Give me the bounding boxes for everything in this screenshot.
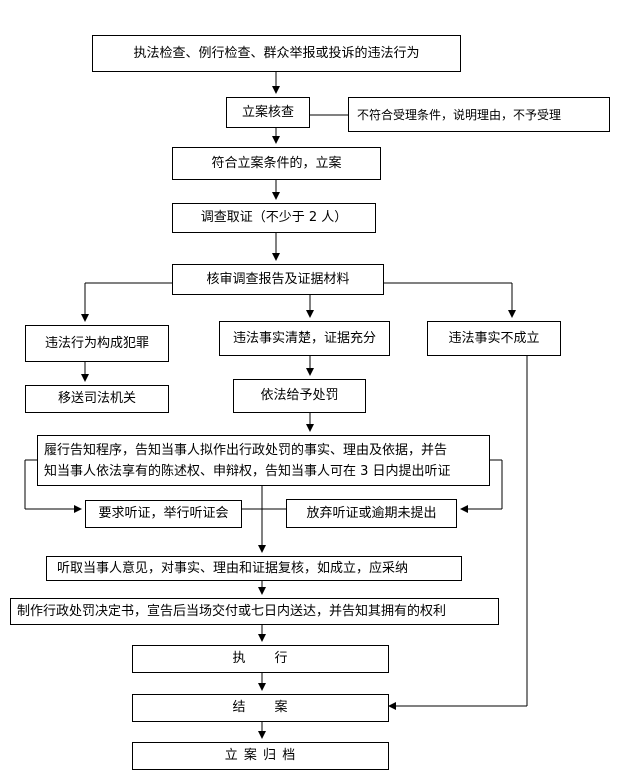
box-waive-hearing: 放弃听证或逾期未提出 [286, 499, 457, 528]
box-investigation: 调查取证（不少于 2 人） [172, 203, 376, 233]
box-notification-procedure: 履行告知程序，告知当事人拟作出行政处罚的事实、理由及依据，并告 知当事人依法享有… [37, 435, 490, 486]
box-violation-sources: 执法检查、例行检查、群众举报或投诉的违法行为 [92, 35, 461, 72]
box-case-verification: 立案核查 [226, 97, 310, 128]
box-facts-not-established: 违法事实不成立 [427, 321, 561, 356]
box-request-hearing: 要求听证，举行听证会 [85, 500, 242, 528]
box-review-report: 核审调查报告及证据材料 [172, 264, 384, 295]
notification-line-1: 履行告知程序，告知当事人拟作出行政处罚的事实、理由及依据，并告 [44, 443, 448, 458]
box-crime-constituted: 违法行为构成犯罪 [25, 325, 169, 362]
box-archive: 立 案 归 档 [132, 742, 389, 770]
box-facts-clear: 违法事实清楚，证据充分 [219, 321, 390, 356]
box-case-filed: 符合立案条件的，立案 [172, 147, 381, 180]
box-hear-opinions: 听取当事人意见，对事实、理由和证据复核，如成立，应采纳 [46, 556, 462, 581]
box-transfer-judicial: 移送司法机关 [25, 385, 169, 413]
box-execution: 执 行 [132, 645, 389, 673]
box-penalty-decision: 制作行政处罚决定书，宣告后当场交付或七日内送达，并告知其拥有的权利 [10, 598, 499, 625]
box-not-accepted: 不符合受理条件，说明理由，不予受理 [348, 97, 610, 132]
box-case-closed: 结 案 [132, 694, 389, 722]
notification-line-2: 知当事人依法享有的陈述权、申辩权，告知当事人可在 3 日内提出听证 [44, 464, 451, 479]
box-impose-penalty: 依法给予处罚 [233, 379, 366, 413]
